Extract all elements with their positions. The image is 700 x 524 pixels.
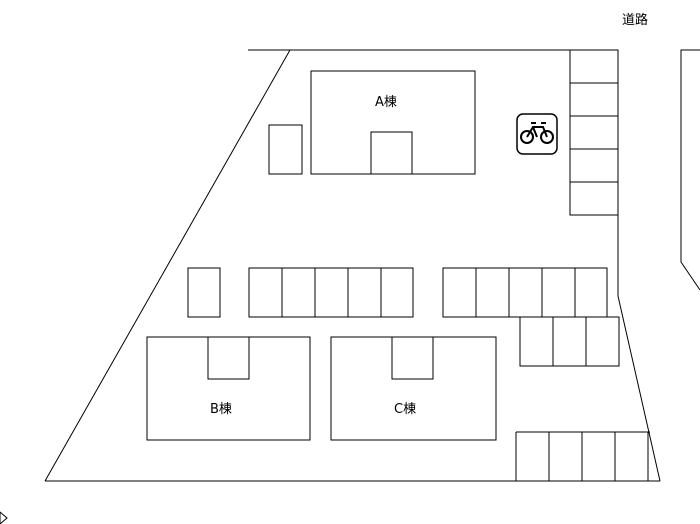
north-arrow-icon bbox=[0, 511, 8, 524]
bicycle-icon bbox=[516, 113, 558, 155]
storage-box bbox=[268, 124, 303, 175]
neighbor-building-outline bbox=[680, 49, 700, 291]
parking-row-lower-right bbox=[519, 316, 620, 367]
building-a-label: A棟 bbox=[375, 95, 397, 110]
building-a: A棟 bbox=[310, 70, 476, 175]
building-c-entrance bbox=[391, 336, 434, 380]
building-b: B棟 bbox=[146, 336, 311, 441]
building-a-entrance bbox=[370, 131, 413, 175]
building-c-label: C棟 bbox=[394, 402, 416, 417]
parking-space-single bbox=[187, 267, 221, 318]
road-label: 道路 bbox=[622, 12, 648, 28]
parking-column-right bbox=[569, 49, 619, 216]
site-boundary bbox=[44, 49, 661, 482]
parking-row-middle bbox=[248, 267, 414, 318]
parking-row-bottom bbox=[515, 431, 650, 481]
parking-row-right bbox=[442, 267, 608, 318]
building-b-entrance bbox=[207, 336, 250, 380]
building-b-label: B棟 bbox=[210, 402, 232, 417]
building-c: C棟 bbox=[330, 336, 497, 441]
